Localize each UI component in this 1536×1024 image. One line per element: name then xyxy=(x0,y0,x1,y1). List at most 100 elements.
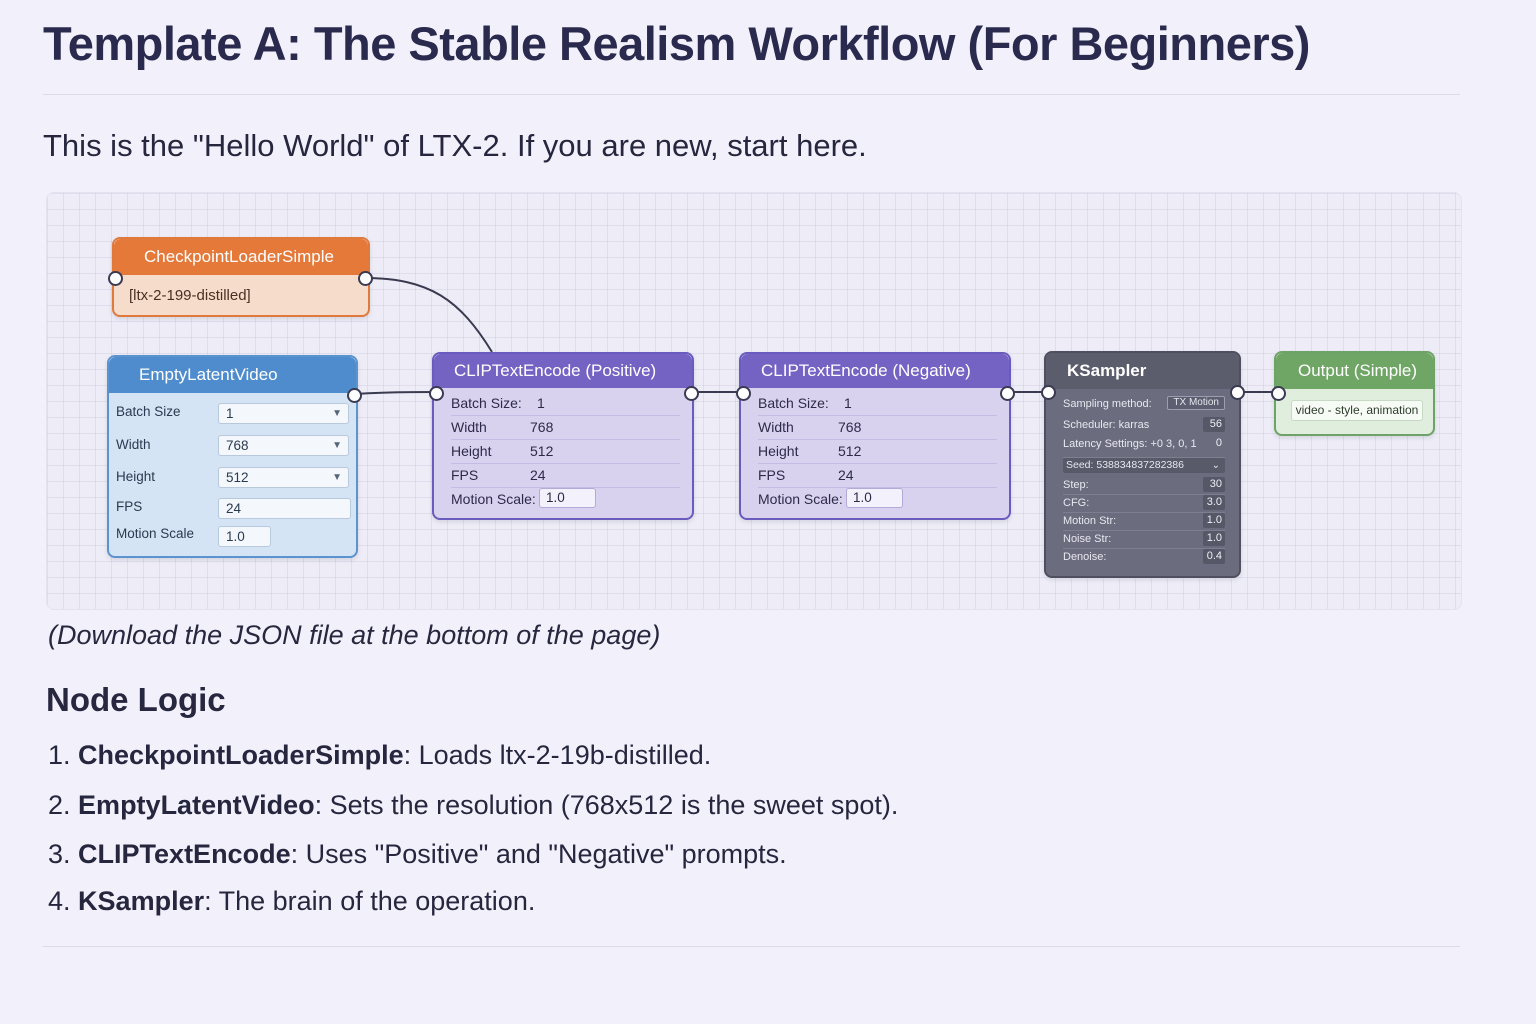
field-label: Width xyxy=(451,419,487,435)
list-term: CheckpointLoaderSimple xyxy=(78,740,404,770)
list-text: : Loads ltx-2-19b-distilled. xyxy=(403,740,712,770)
chevron-down-icon: ▼ xyxy=(332,408,342,419)
field-label: Noise Str: xyxy=(1063,533,1112,545)
section-title: Node Logic xyxy=(46,681,226,718)
list-text: : Sets the resolution (768x512 is the sw… xyxy=(314,790,899,820)
list-term: CLIPTextEncode xyxy=(78,839,291,869)
node-clip-positive[interactable]: CLIPTextEncode (Positive) Batch Size:1 W… xyxy=(429,352,699,520)
list-item: 4. KSampler: The brain of the operation. xyxy=(48,886,535,917)
field-value: 768 xyxy=(838,419,862,435)
list-text: : The brain of the operation. xyxy=(204,886,536,916)
node-ksampler[interactable]: KSampler Sampling method:TX Motion Sched… xyxy=(1041,351,1245,578)
motion-scale-input[interactable]: 1.0 xyxy=(846,488,903,508)
height-select[interactable]: 512▼ xyxy=(218,467,349,488)
output-port[interactable] xyxy=(1000,386,1015,401)
width-select[interactable]: 768 ▼ xyxy=(218,435,349,456)
input-port[interactable] xyxy=(1041,385,1056,400)
motion-str-value[interactable]: 1.0 xyxy=(1203,513,1225,528)
field-label: Denoise: xyxy=(1063,551,1107,563)
step-row: Step:30 xyxy=(1063,477,1225,495)
node-title: Output (Simple) xyxy=(1276,353,1433,389)
field-row: Width 768 xyxy=(758,416,997,440)
cfg-value[interactable]: 3.0 xyxy=(1203,495,1225,510)
page-title: Template A: The Stable Realism Workflow … xyxy=(43,17,1310,70)
noise-str-value[interactable]: 1.0 xyxy=(1203,531,1225,546)
chevron-down-icon: ▼ xyxy=(332,440,342,451)
field-label: Width xyxy=(116,437,151,452)
motion-str-row: Motion Str:1.0 xyxy=(1063,513,1225,531)
output-port[interactable] xyxy=(358,271,373,286)
field-value: 768 xyxy=(226,438,249,453)
list-term: KSampler xyxy=(78,886,205,916)
seed-input[interactable]: Seed: 538834837282386 xyxy=(1063,458,1225,473)
scheduler-row: Scheduler: karras 56 xyxy=(1063,417,1225,435)
list-number: 2. xyxy=(48,790,71,820)
list-text: : Uses "Positive" and "Negative" prompts… xyxy=(290,839,787,869)
field-label: Height xyxy=(116,469,156,484)
latency-row: Latency Settings: +0 3, 0, 1 0 xyxy=(1063,436,1225,458)
field-label: Height xyxy=(758,443,799,459)
field-label: Width xyxy=(758,419,794,435)
field-value: 1 xyxy=(537,395,545,411)
output-value[interactable]: video - style, animation xyxy=(1291,400,1423,421)
field-label: FPS xyxy=(451,467,479,483)
divider xyxy=(43,946,1460,947)
list-term: EmptyLatentVideo xyxy=(78,790,315,820)
sampling-method-row: Sampling method:TX Motion xyxy=(1063,396,1225,414)
field-label: Height xyxy=(451,443,492,459)
field-label: Latency Settings: +0 3, 0, 1 xyxy=(1063,438,1197,450)
field-row: Batch Size:1 xyxy=(451,392,680,416)
node-checkpoint-loader[interactable]: CheckpointLoaderSimple [ltx-2-199-distil… xyxy=(108,237,373,317)
node-title: CLIPTextEncode (Negative) xyxy=(741,354,1009,388)
node-title: KSampler xyxy=(1046,353,1239,389)
field-value: 1 xyxy=(226,406,234,421)
field-value: 24 xyxy=(838,467,854,483)
output-port[interactable] xyxy=(347,388,362,403)
motion-scale-input[interactable]: 1.0 xyxy=(539,488,596,508)
field-label: Batch Size xyxy=(116,404,181,419)
field-label: Scheduler: karras xyxy=(1063,419,1150,431)
field-label: Motion Scale xyxy=(116,526,195,541)
input-port[interactable] xyxy=(108,271,123,286)
scheduler-value[interactable]: 56 xyxy=(1203,417,1225,432)
list-number: 4. xyxy=(48,886,71,916)
input-port[interactable] xyxy=(429,386,444,401)
node-title: EmptyLatentVideo xyxy=(109,357,356,393)
download-caption: (Download the JSON file at the bottom of… xyxy=(48,620,661,650)
field-value: 512 xyxy=(226,470,249,485)
node-empty-latent-video[interactable]: EmptyLatentVideo Batch Size 1▼ Width 768… xyxy=(107,355,362,558)
field-row: Motion Scale:1.0 xyxy=(451,488,680,512)
output-port[interactable] xyxy=(1230,385,1245,400)
cfg-row: CFG: 3.0 xyxy=(1063,495,1225,513)
input-port[interactable] xyxy=(1271,386,1286,401)
output-port[interactable] xyxy=(684,386,699,401)
list-item: 2. EmptyLatentVideo: Sets the resolution… xyxy=(48,790,898,821)
denoise-value[interactable]: 0.4 xyxy=(1203,549,1225,564)
step-value[interactable]: 30 xyxy=(1203,477,1225,492)
sampling-method-select[interactable]: TX Motion xyxy=(1167,396,1225,410)
field-label: Motion Scale: xyxy=(451,491,536,507)
fps-input[interactable]: 24 xyxy=(218,498,351,519)
chevron-down-icon: ⌄ xyxy=(1211,460,1220,471)
list-item: 3. CLIPTextEncode: Uses "Positive" and "… xyxy=(48,839,787,870)
latency-value[interactable]: 0 xyxy=(1215,437,1222,449)
field-row: Batch Size:1 xyxy=(758,392,997,416)
node-title: CheckpointLoaderSimple xyxy=(114,239,368,275)
field-row: Motion Scale:1.0 xyxy=(758,488,997,512)
list-number: 3. xyxy=(48,839,71,869)
field-label: CFG: xyxy=(1063,497,1090,509)
field-row: Height 512 xyxy=(451,440,680,464)
motion-scale-input[interactable]: 1.0 xyxy=(218,526,271,547)
noise-str-row: Noise Str: 1.0 xyxy=(1063,531,1225,549)
node-clip-negative[interactable]: CLIPTextEncode (Negative) Batch Size:1 W… xyxy=(736,352,1015,520)
field-label: Batch Size: xyxy=(758,395,829,411)
input-port[interactable] xyxy=(736,386,751,401)
field-value: 512 xyxy=(530,443,554,459)
node-output[interactable]: Output (Simple) video - style, animation xyxy=(1271,351,1435,436)
field-value: 768 xyxy=(530,419,554,435)
batch-size-select[interactable]: 1▼ xyxy=(218,403,349,424)
list-number: 1. xyxy=(48,740,71,770)
checkpoint-value[interactable]: [ltx-2-199-distilled] xyxy=(129,287,251,304)
seed-row[interactable]: Seed: 538834837282386⌄ xyxy=(1063,458,1225,476)
